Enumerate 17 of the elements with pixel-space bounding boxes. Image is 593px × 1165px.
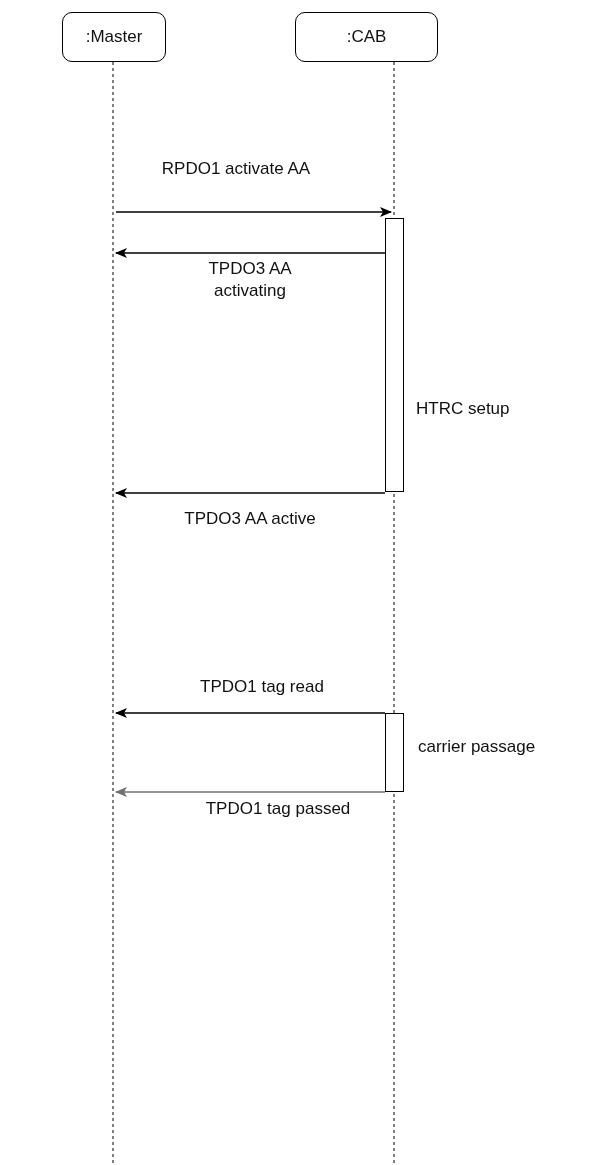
activation-bar bbox=[385, 713, 404, 792]
message-arrow bbox=[115, 708, 386, 718]
message-arrow bbox=[115, 207, 392, 217]
message-label: TPDO1 tag read bbox=[200, 676, 324, 698]
participant-box: :CAB bbox=[295, 12, 438, 62]
message-label: TPDO1 tag passed bbox=[205, 798, 351, 820]
activation-label: HTRC setup bbox=[416, 398, 510, 420]
activation-bar bbox=[385, 218, 404, 492]
message-label: TPDO3 AA active bbox=[184, 508, 316, 530]
participant-box: :Master bbox=[62, 12, 166, 62]
message-arrow bbox=[115, 488, 386, 498]
activation-label: carrier passage bbox=[418, 736, 536, 758]
message-arrow bbox=[115, 248, 386, 258]
message-arrow bbox=[115, 787, 386, 797]
lifeline bbox=[110, 62, 116, 1165]
message-label: TPDO3 AA activating bbox=[207, 258, 293, 302]
message-label: RPDO1 activate AA bbox=[161, 158, 311, 180]
